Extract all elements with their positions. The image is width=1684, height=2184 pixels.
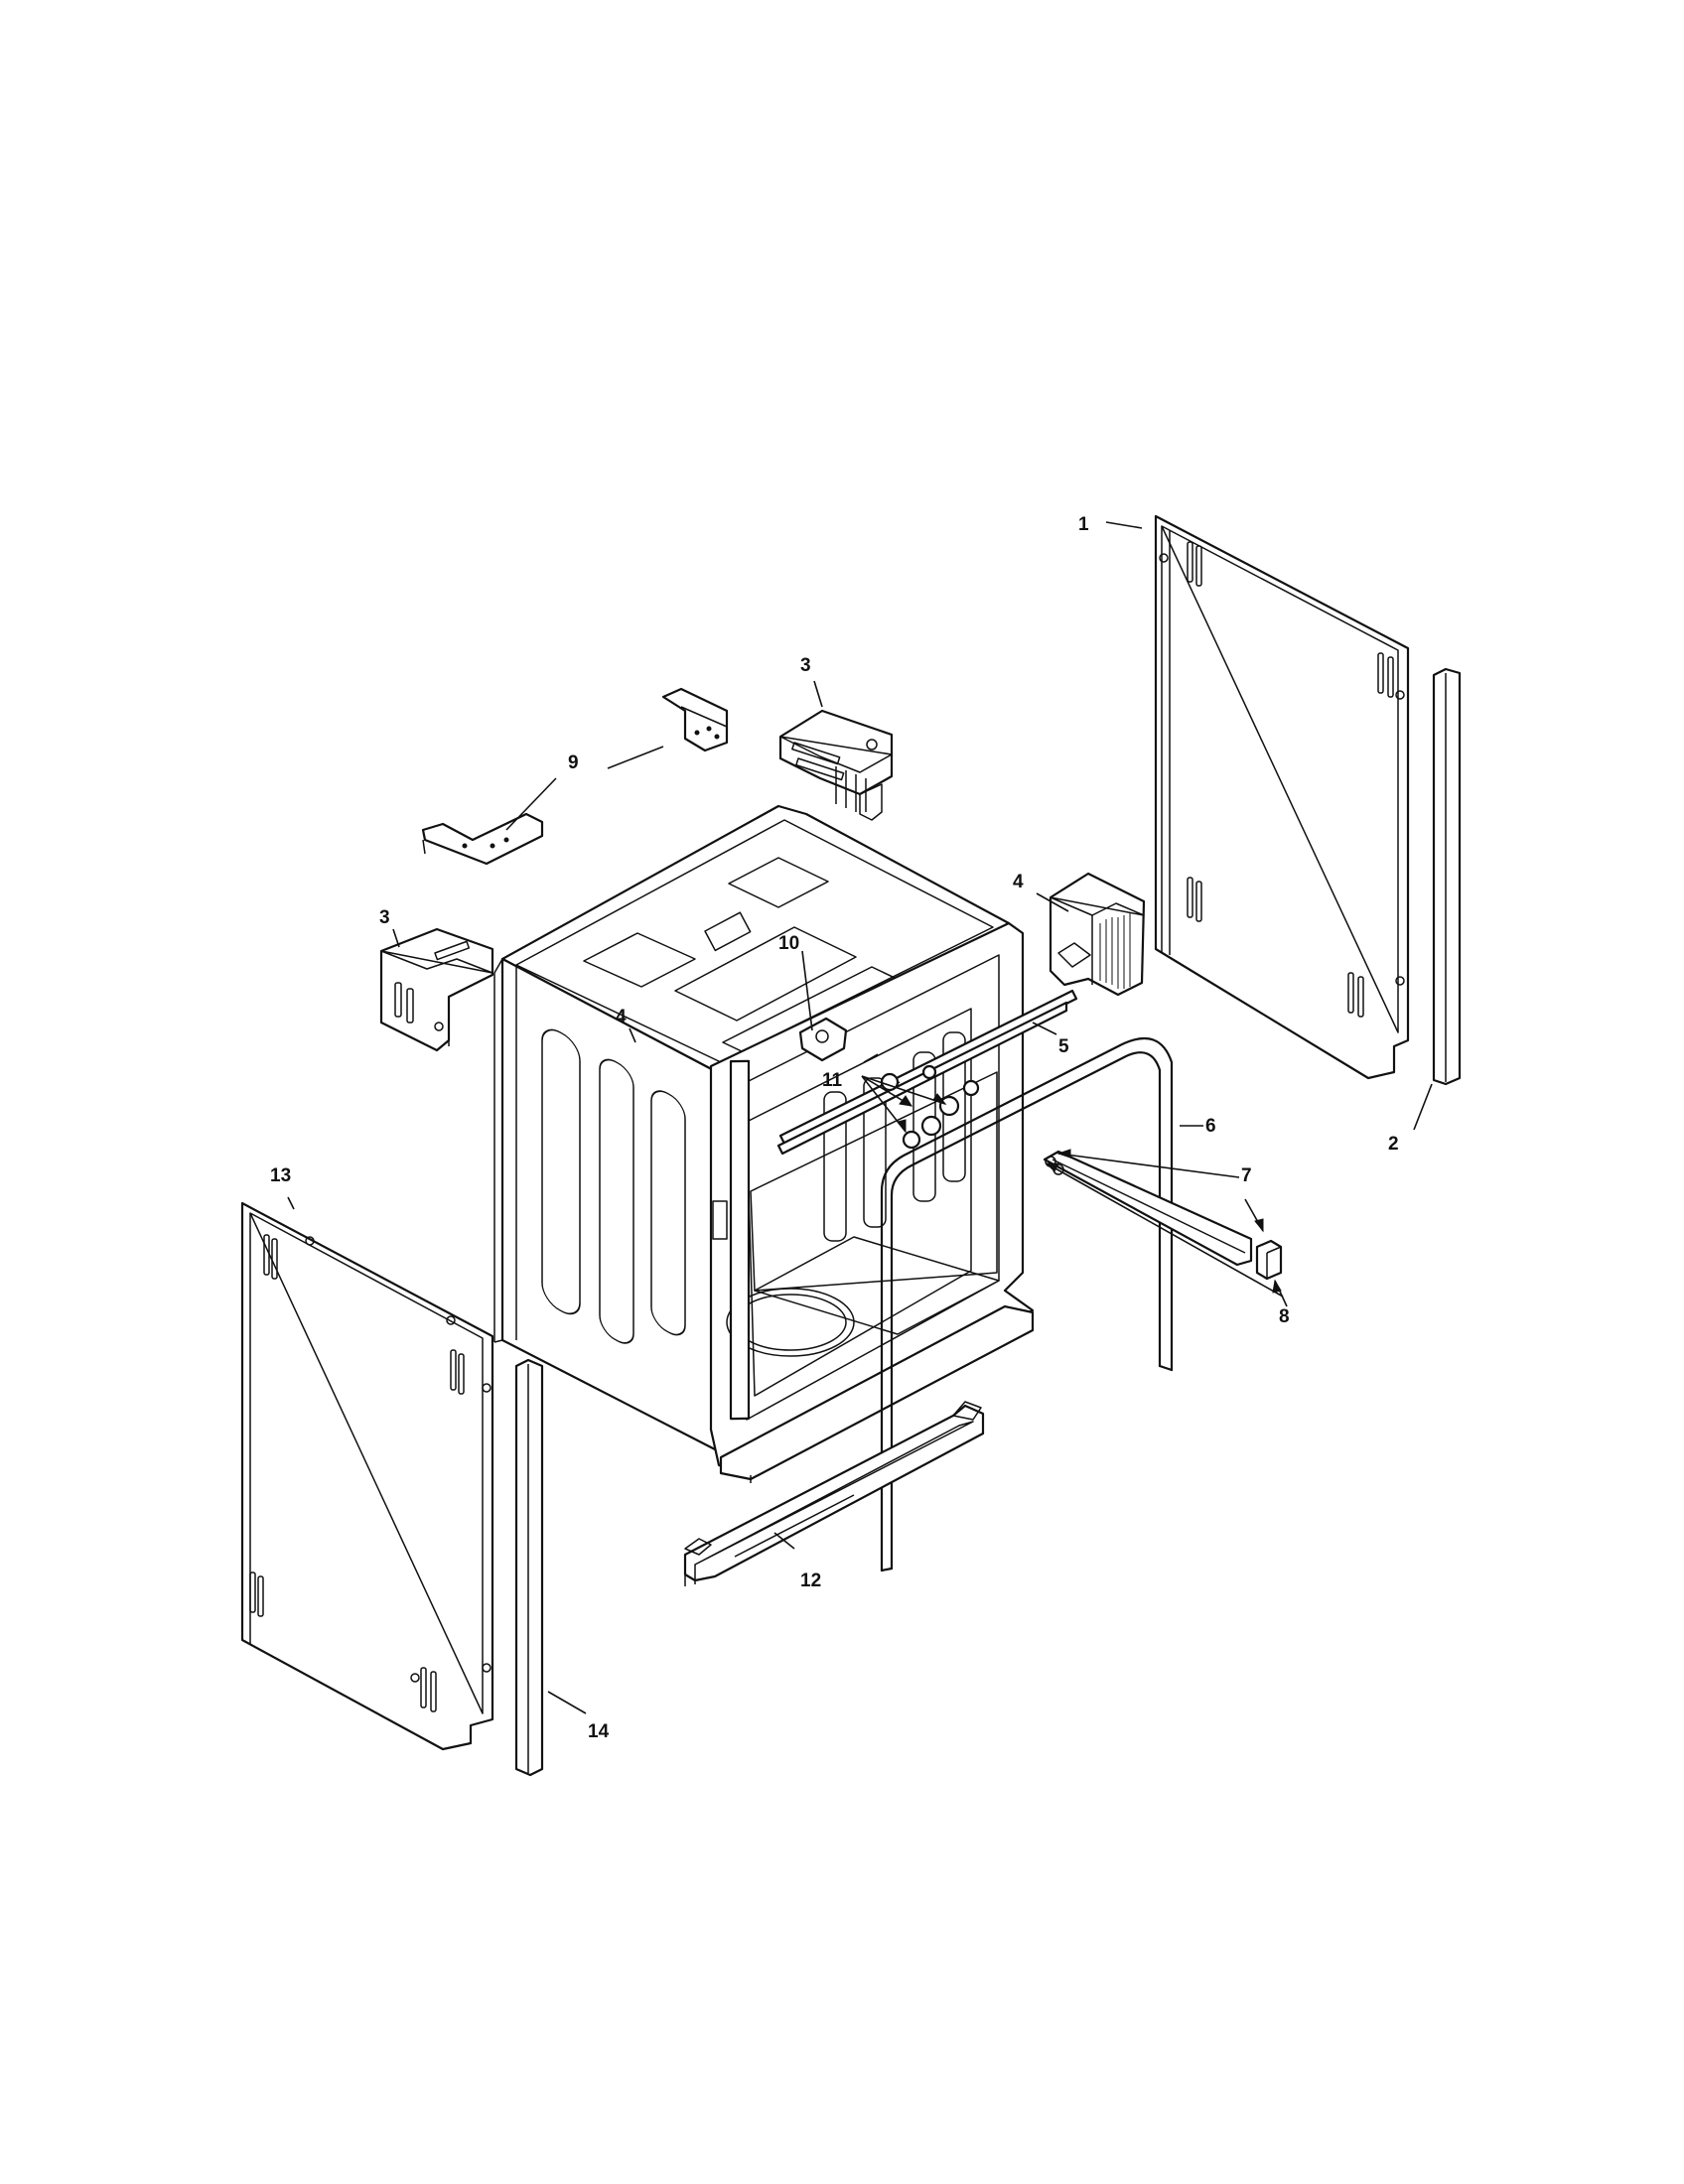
dishwasher-tub bbox=[493, 804, 1035, 1483]
callout-1: 1 bbox=[1078, 514, 1089, 535]
part-13-left-side-panel bbox=[240, 1201, 494, 1751]
callout-3-top: 3 bbox=[800, 655, 811, 676]
part-6-u-rail bbox=[880, 1036, 1174, 1572]
part-9-bracket-upper bbox=[661, 687, 729, 752]
part-3-bracket-top bbox=[778, 709, 894, 821]
leader-arrowheads bbox=[897, 1093, 1282, 1294]
part-12-bottom-channel bbox=[683, 1401, 985, 1586]
callout-9: 9 bbox=[568, 752, 579, 773]
part-8-end-stop bbox=[1255, 1239, 1283, 1281]
part-9-bracket-lower bbox=[421, 812, 544, 866]
callout-14: 14 bbox=[588, 1721, 610, 1742]
callout-8: 8 bbox=[1279, 1306, 1290, 1327]
part-2-right-trim-strip bbox=[1432, 667, 1462, 1086]
callout-13: 13 bbox=[270, 1165, 291, 1186]
part-4-vent-slats bbox=[1099, 913, 1131, 989]
part-11-rollers bbox=[880, 1064, 980, 1150]
callout-4-right: 4 bbox=[1013, 872, 1024, 892]
callout-3-left: 3 bbox=[379, 907, 390, 928]
part-3-bracket-left bbox=[379, 927, 494, 1052]
callout-6: 6 bbox=[1205, 1116, 1216, 1137]
callout-10: 10 bbox=[778, 933, 799, 954]
callout-numbers: 1 2 3 3 4 4 5 6 7 8 9 10 11 12 13 14 bbox=[270, 514, 1399, 1742]
callout-11: 11 bbox=[822, 1070, 843, 1091]
callout-2: 2 bbox=[1388, 1134, 1399, 1155]
callout-12: 12 bbox=[800, 1570, 821, 1591]
callout-4-left: 4 bbox=[616, 1007, 627, 1027]
part-7-roller-rail bbox=[1043, 1150, 1253, 1267]
part-4-bracket-right bbox=[1049, 872, 1146, 997]
callout-5: 5 bbox=[1058, 1036, 1069, 1057]
callout-7: 7 bbox=[1241, 1165, 1252, 1186]
part-1-right-side-panel bbox=[1154, 514, 1410, 1080]
part-14-left-trim-strip bbox=[514, 1358, 544, 1777]
